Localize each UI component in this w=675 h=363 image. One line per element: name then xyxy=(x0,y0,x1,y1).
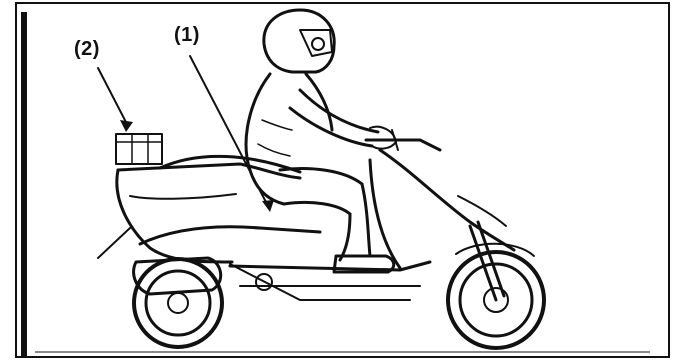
luggage-box xyxy=(116,134,162,164)
rear-wheel xyxy=(134,259,222,347)
arrowhead-icon xyxy=(262,200,274,212)
arrowhead-icon xyxy=(120,120,133,132)
leader-arrow-2 xyxy=(98,68,133,132)
leader-arrow-1 xyxy=(190,56,274,212)
